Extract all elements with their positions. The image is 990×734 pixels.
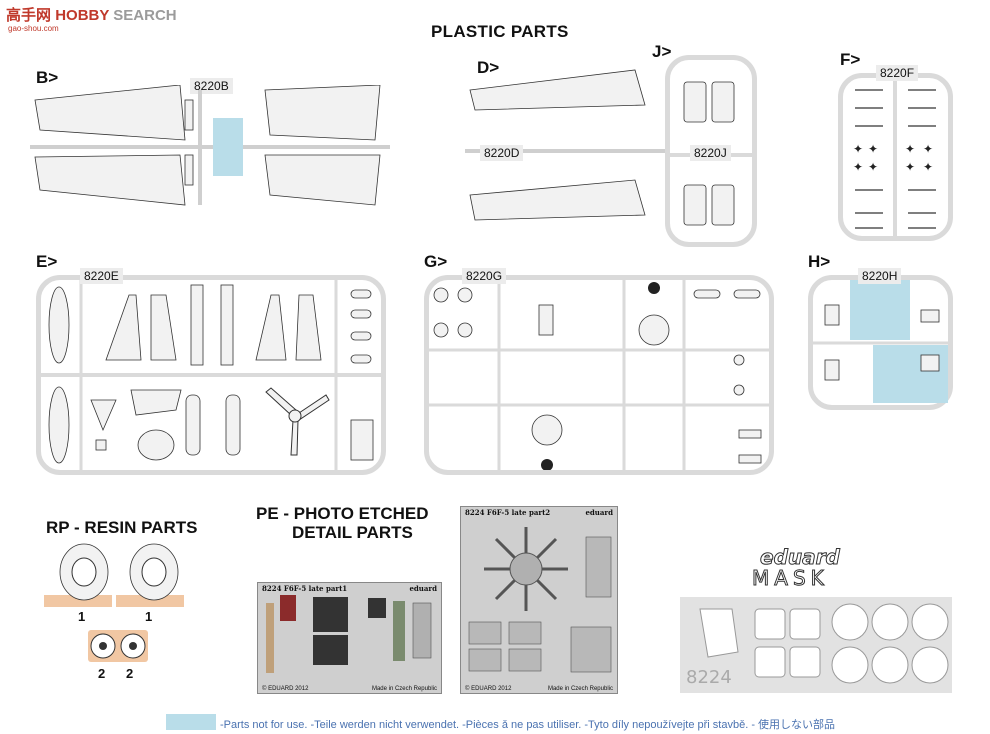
resin-small-wheels: [88, 630, 148, 662]
sprue-g-drawing: [429, 280, 769, 470]
watermark-logo: 高手网 HOBBY SEARCH: [6, 4, 177, 25]
sprue-j-letter: J>: [652, 42, 672, 61]
sprue-j: [665, 55, 757, 247]
svg-text:✦: ✦: [853, 160, 863, 174]
pe-title-line2: DETAIL PARTS: [292, 523, 413, 542]
svg-text:✦: ✦: [923, 142, 933, 156]
resin-label-1b: 1: [145, 609, 153, 624]
svg-text:✦: ✦: [905, 160, 915, 174]
resin-wheels: [44, 540, 184, 610]
pe-fret-2: 8224 F6F-5 late part2 eduard © EDUARD 20…: [460, 506, 618, 694]
sprue-f-code: 8220F: [876, 65, 919, 81]
resin-title: RP - RESIN PARTS: [46, 518, 198, 537]
pe-fret-2-brand: eduard: [585, 508, 613, 517]
sprue-d-drawing: [465, 69, 665, 221]
page-title: PLASTIC PARTS: [431, 22, 569, 41]
sprue-h: [808, 275, 953, 410]
sprue-h-letter: H>: [808, 252, 831, 271]
sprue-j-code: 8220J: [690, 145, 731, 161]
pe-fret-1-drawing: [266, 595, 432, 673]
sprue-e: [36, 275, 386, 475]
pe-fret-1-header: 8224 F6F-5 late part1: [262, 584, 348, 593]
legend-text: -Parts not for use. -Teile werden nicht …: [220, 719, 836, 731]
mask-brand: eduard: [760, 545, 841, 570]
sprue-b-drawing: [30, 84, 390, 206]
sprue-f-drawing: ✦ ✦ ✦ ✦ ✦ ✦ ✦ ✦: [853, 78, 936, 236]
sprue-f-letter: F>: [840, 50, 861, 69]
pe-title-line1: PE - PHOTO ETCHED: [256, 504, 429, 523]
mask-word: MASK: [752, 566, 829, 591]
pe-fret-1-brand: eduard: [409, 584, 437, 593]
pe-fret-2-made-in: Made in Czech Republic: [547, 686, 613, 692]
svg-text:✦: ✦: [853, 142, 863, 156]
svg-text:✦: ✦: [868, 142, 878, 156]
pe-fret-1-made-in: Made in Czech Republic: [371, 686, 437, 692]
sprue-b-letter: B>: [36, 68, 59, 87]
watermark-site: gao-shou.com: [8, 24, 59, 33]
svg-text:✦: ✦: [923, 160, 933, 174]
watermark-glyphs: 高手网: [6, 7, 52, 24]
resin-label-2b: 2: [126, 666, 134, 681]
sprue-d: [465, 65, 665, 225]
mask-sheet-drawing: [699, 603, 949, 684]
pe-fret-1-copyright: © EDUARD 2012: [262, 686, 309, 692]
pe-fret-1: 8224 F6F-5 late part1 eduard © EDUARD 20…: [257, 582, 442, 694]
sprue-f: ✦ ✦ ✦ ✦ ✦ ✦ ✦ ✦: [838, 73, 953, 241]
sprue-e-letter: E>: [36, 252, 58, 271]
sprue-d-letter: D>: [477, 58, 500, 77]
sprue-g-letter: G>: [424, 252, 448, 271]
svg-text:✦: ✦: [868, 160, 878, 174]
sprue-e-drawing: [41, 280, 381, 470]
pe-fret-2-drawing: [468, 527, 612, 673]
sprue-g-code: 8220G: [462, 268, 507, 284]
legend-swatch: [166, 714, 216, 730]
sprue-d-code: 8220D: [480, 145, 524, 161]
sprue-j-drawing: [670, 81, 752, 226]
pe-fret-2-header: 8224 F6F-5 late part2: [465, 508, 551, 517]
resin-wheels-drawing: [44, 543, 184, 607]
pe-fret-2-copyright: © EDUARD 2012: [465, 686, 512, 692]
svg-text:✦: ✦: [905, 142, 915, 156]
watermark-brand: HOBBY: [55, 7, 110, 24]
sprue-g: [424, 275, 774, 475]
watermark-suffix: SEARCH: [113, 7, 177, 24]
resin-label-2a: 2: [98, 666, 106, 681]
mask-sheet: 8224: [680, 597, 952, 693]
resin-small-wheels-drawing: [88, 630, 148, 662]
mask-number: 8224: [686, 667, 732, 688]
sprue-h-code: 8220H: [858, 268, 902, 284]
sprue-h-drawing: [813, 280, 948, 403]
sprue-e-code: 8220E: [80, 268, 123, 284]
resin-label-1a: 1: [78, 609, 86, 624]
sprue-b-code: 8220B: [190, 78, 233, 94]
sprue-b: [30, 84, 390, 210]
